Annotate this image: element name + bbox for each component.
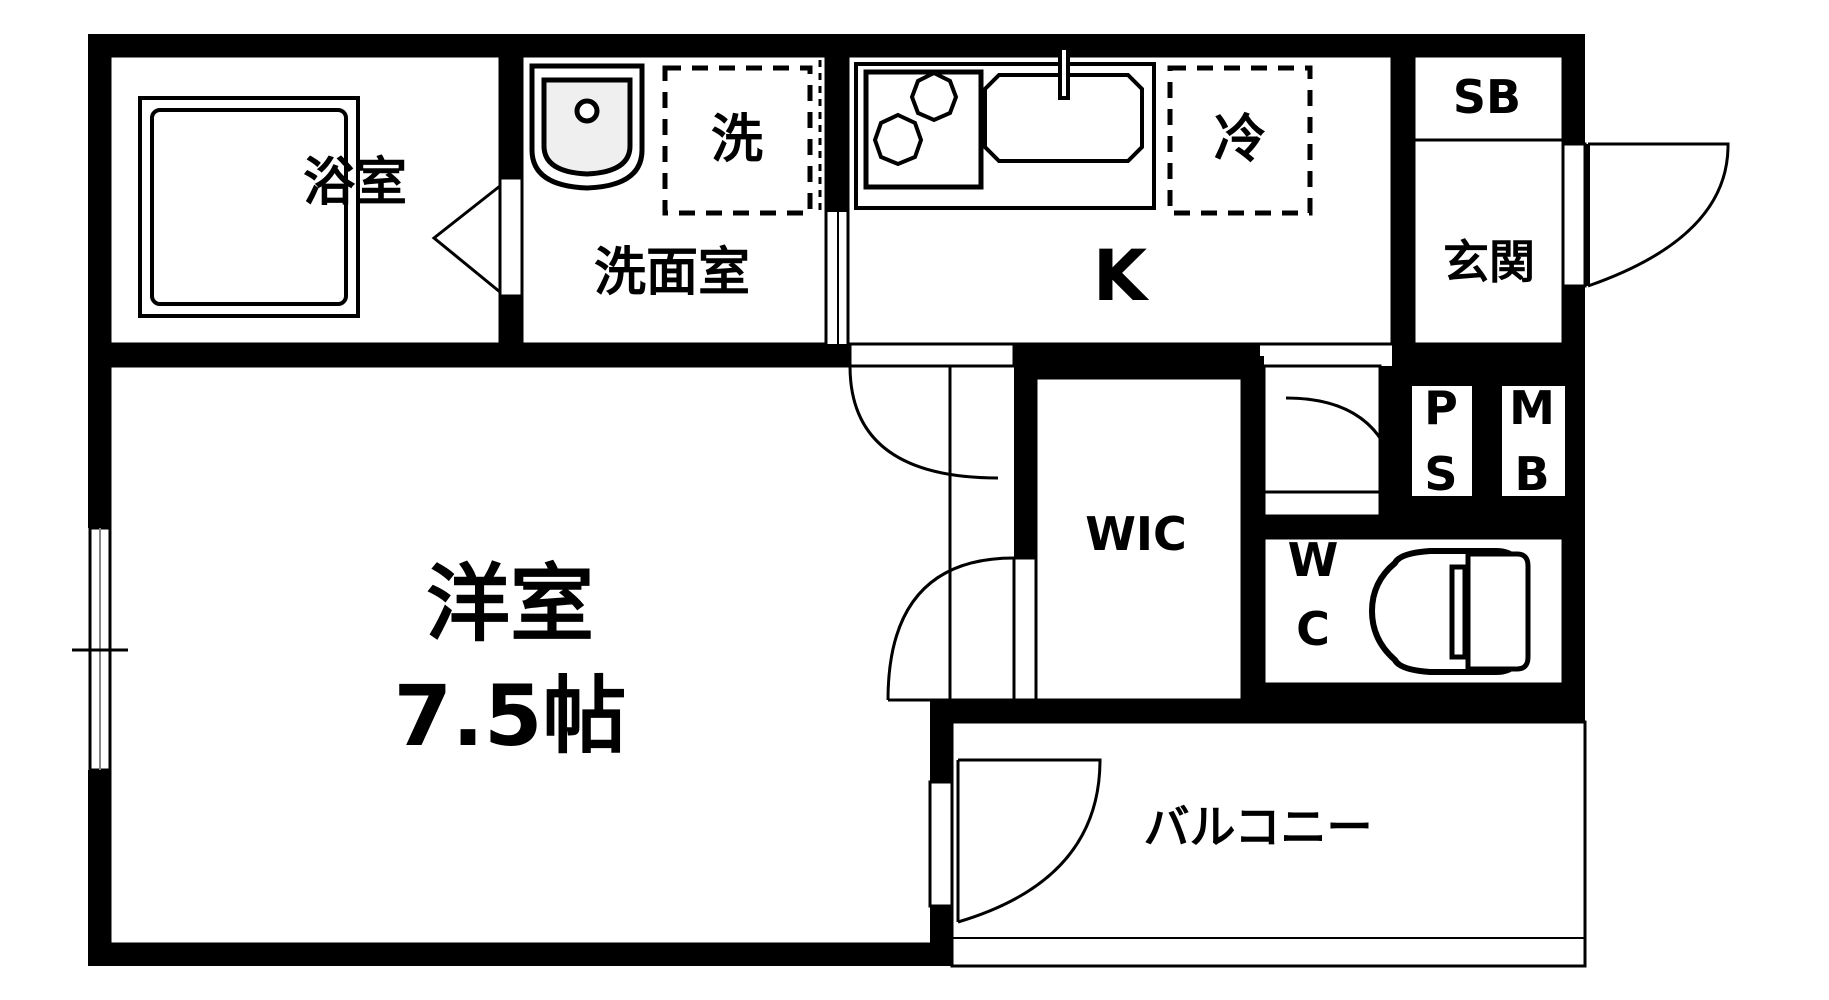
wall-left-room-upper bbox=[88, 344, 110, 528]
balcony-door-arc bbox=[957, 758, 1102, 924]
kitchen-faucet bbox=[1058, 46, 1070, 100]
wall-wic-top bbox=[1014, 356, 1264, 378]
kitchen-sink bbox=[983, 46, 1144, 163]
bathtub bbox=[138, 96, 360, 318]
room-label-bathroom: 浴室 bbox=[303, 153, 407, 213]
wic-door-arc bbox=[886, 556, 1015, 701]
fixture-label-washer: 洗 bbox=[711, 110, 763, 170]
refrigerator-space bbox=[1167, 65, 1313, 216]
entrance-door[interactable] bbox=[1561, 142, 1730, 288]
marker-label-wc-bottom: C bbox=[1296, 602, 1330, 656]
wall-balcony-ledge-left bbox=[930, 700, 960, 722]
bathroom-door-panel[interactable] bbox=[498, 176, 524, 298]
room-hall-door[interactable] bbox=[848, 342, 1016, 480]
stove-burner-rear bbox=[909, 70, 959, 123]
wic-door[interactable] bbox=[886, 556, 1038, 702]
entrance-door-panel[interactable] bbox=[1561, 142, 1587, 288]
labels-group: 浴室 洗面室 K 玄関 洋室 7.5帖 WIC バルコニー 洗 冷 SB P S… bbox=[303, 70, 1555, 854]
washing-machine-space bbox=[662, 65, 813, 216]
room-hall-door-arc bbox=[848, 365, 999, 480]
room-label-wic: WIC bbox=[1085, 507, 1187, 561]
room-hall-door-panel[interactable] bbox=[848, 342, 1016, 368]
toilet-lever bbox=[1449, 564, 1468, 660]
outline-wc bbox=[1262, 536, 1565, 686]
bathroom-door-fold-symbol bbox=[431, 184, 501, 294]
kitchen-sink-basin bbox=[983, 73, 1144, 163]
outline-kitchen bbox=[846, 54, 1394, 346]
room-window-west[interactable] bbox=[72, 526, 128, 772]
wic-door-panel[interactable] bbox=[1012, 556, 1038, 702]
wall-wic-bottom bbox=[930, 700, 1264, 722]
fixture-label-fridge: 冷 bbox=[1214, 110, 1266, 170]
room-label-balcony: バルコニー bbox=[1143, 800, 1372, 854]
stove-burner-front bbox=[872, 112, 924, 167]
wall-hall-bottom bbox=[1392, 344, 1585, 366]
wall-wc-right bbox=[1563, 516, 1585, 706]
room-label-main-room: 洋室 bbox=[426, 555, 594, 653]
wall-kitchen-entrance bbox=[1392, 34, 1414, 344]
wall-entrance-right-upper bbox=[1563, 34, 1585, 144]
wall-wc-top bbox=[1264, 516, 1585, 538]
block-mb-inner bbox=[1502, 386, 1565, 496]
wall-wic-right bbox=[1242, 356, 1264, 700]
bathroom-door[interactable] bbox=[431, 176, 524, 298]
toilet bbox=[1368, 548, 1531, 675]
washroom-door[interactable] bbox=[818, 60, 839, 344]
wall-bath-washroom-lower bbox=[500, 296, 522, 366]
block-ps-inner bbox=[1412, 386, 1472, 496]
walls-group bbox=[88, 34, 1585, 966]
washbasin-drain bbox=[574, 98, 600, 124]
wall-left-room-lower bbox=[88, 770, 110, 966]
marker-label-ps-bottom: S bbox=[1424, 447, 1457, 501]
room-label-entrance: 玄関 bbox=[1443, 235, 1535, 289]
bathtub-inner bbox=[150, 108, 348, 306]
wall-bottom-room bbox=[88, 944, 950, 966]
two-burner-stove bbox=[863, 69, 984, 190]
corridor-opening bbox=[1262, 490, 1382, 518]
entrance-door-swing-arc bbox=[1587, 142, 1730, 288]
marker-label-ps-top: P bbox=[1424, 381, 1458, 435]
wall-bath-washroom-upper bbox=[500, 34, 522, 178]
outline-wic bbox=[1034, 376, 1244, 702]
toilet-tank bbox=[1465, 551, 1531, 672]
wall-washroom-kitchen bbox=[826, 34, 848, 212]
wall-bath-bottom bbox=[88, 344, 518, 366]
marker-label-mb-top: M bbox=[1509, 381, 1555, 435]
washbasin bbox=[529, 63, 645, 191]
wall-balcony-door-jamb-bottom bbox=[930, 906, 952, 966]
washbasin-bowl bbox=[541, 77, 633, 177]
room-label-washroom: 洗面室 bbox=[594, 243, 750, 303]
room-label-kitchen: K bbox=[1093, 235, 1150, 317]
balcony-door-panel[interactable] bbox=[928, 780, 954, 908]
wall-washroom-bottom bbox=[518, 344, 850, 366]
marker-label-shoe-box: SB bbox=[1453, 70, 1521, 124]
balcony-door[interactable] bbox=[928, 758, 1102, 924]
marker-label-mb-bottom: B bbox=[1514, 447, 1549, 501]
marker-label-wc-top: W bbox=[1288, 533, 1339, 587]
wall-balcony-door-jamb-top bbox=[930, 722, 952, 782]
wall-left-bath bbox=[88, 34, 110, 344]
wc-door-arc bbox=[1285, 396, 1402, 517]
room-label-main-size: 7.5帖 bbox=[394, 667, 627, 765]
wall-balcony-top bbox=[1242, 700, 1585, 722]
